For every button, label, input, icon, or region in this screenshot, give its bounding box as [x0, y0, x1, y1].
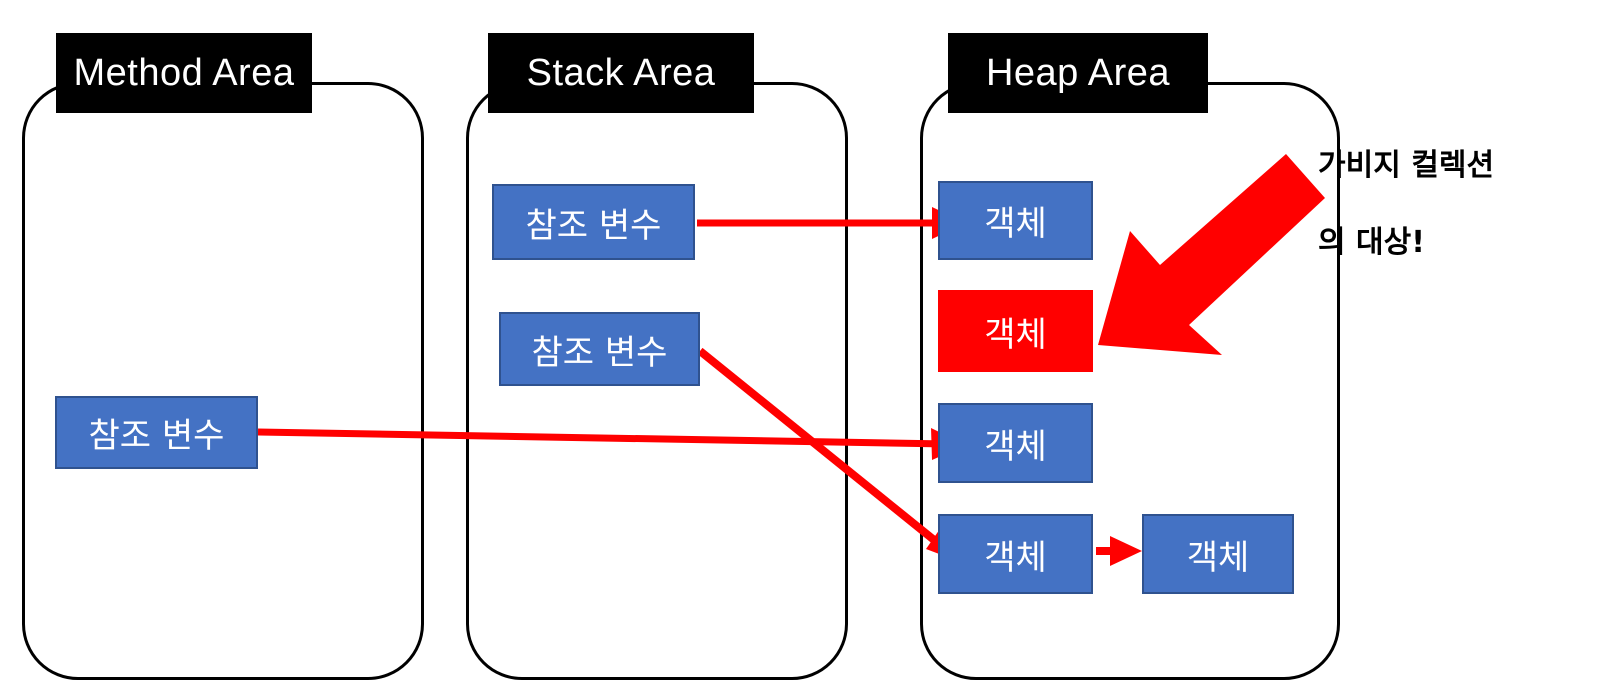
stack-ref-var-1[interactable]: 참조 변수: [492, 184, 695, 260]
garbage-collection-annotation-line1: 가비지 컬렉션: [1318, 148, 1495, 184]
heap-object-4-label: 객체: [984, 537, 1047, 578]
heap-object-1[interactable]: 객체: [938, 181, 1093, 260]
stack-ref-var-1-label: 참조 변수: [525, 205, 662, 246]
stack-ref-var-2-label: 참조 변수: [531, 332, 668, 373]
stack-area-title: Stack Area: [488, 33, 754, 113]
stack-ref-var-2[interactable]: 참조 변수: [499, 312, 700, 386]
heap-object-2-label: 객체: [984, 314, 1047, 355]
heap-object-2[interactable]: 객체: [938, 290, 1093, 372]
method-area-container: [22, 82, 424, 680]
method-ref-var-1-label: 참조 변수: [88, 416, 225, 456]
method-area-title-label: Method Area: [73, 51, 295, 94]
heap-area-title-label: Heap Area: [985, 51, 1171, 94]
stack-area-title-label: Stack Area: [526, 51, 716, 94]
heap-object-1-label: 객체: [984, 204, 1047, 244]
method-area-title: Method Area: [56, 33, 312, 113]
garbage-collection-annotation-line2: 의 대상!: [1318, 225, 1425, 261]
heap-object-3-label: 객체: [984, 426, 1047, 467]
heap-object-5-label: 객체: [1186, 537, 1250, 578]
heap-object-5[interactable]: 객체: [1142, 514, 1294, 594]
heap-area-title: Heap Area: [948, 33, 1208, 113]
heap-object-3[interactable]: 객체: [938, 403, 1093, 483]
method-ref-var-1[interactable]: 참조 변수: [55, 396, 258, 469]
heap-object-4[interactable]: 객체: [938, 514, 1093, 594]
garbage-collection-annotation: 가비지 컬렉션 의 대상!: [1318, 109, 1608, 301]
